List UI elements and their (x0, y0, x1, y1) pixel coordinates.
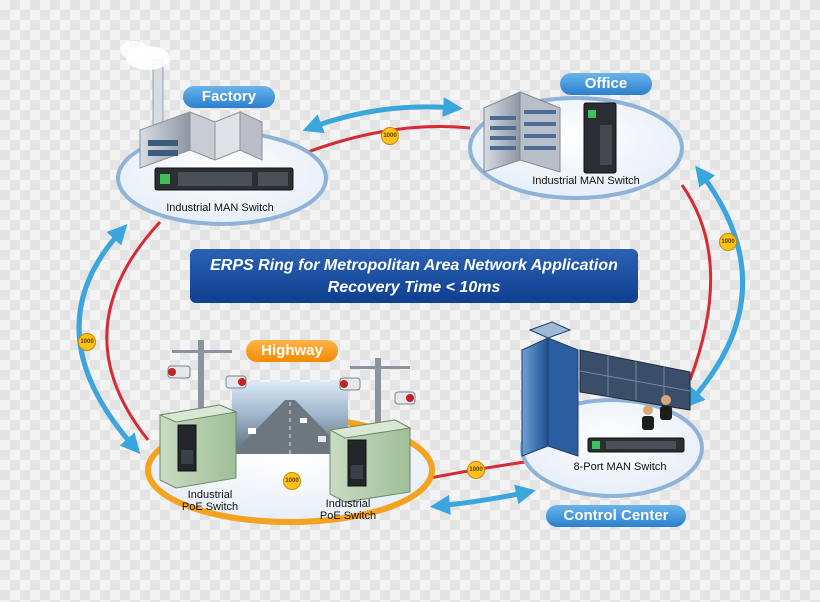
factory-building-icon (120, 41, 263, 169)
factory-label: Factory (183, 86, 275, 108)
operators-icon (642, 395, 672, 430)
link-highway-factory (105, 220, 162, 441)
link-speed-badge: 1000 (467, 461, 485, 479)
control-tower-icon (521, 321, 579, 457)
office-device-label: Industrial MAN Switch (532, 175, 640, 187)
link-office-control (680, 184, 713, 381)
link-speed-badge: 1000 (381, 127, 399, 145)
control-switch-icon (587, 437, 685, 453)
link-speed-badge: 1000 (283, 472, 301, 490)
cabinet-left-icon (158, 404, 238, 489)
link-speed-badge: 1000 (719, 233, 737, 251)
highway-scene-icon (232, 382, 348, 454)
arrow-control-highway (430, 484, 536, 515)
arrow-factory-office (302, 97, 463, 134)
control-center-label: Control Center (546, 505, 686, 527)
highway-pole-left-icon (167, 340, 247, 415)
highway-device-left-line1: Industrial (187, 489, 233, 501)
highway-device-right-label: Industrial PoE Switch (298, 498, 398, 522)
highway-device-left-line2: PoE Switch (181, 501, 239, 513)
arrow-highway-factory (76, 224, 141, 454)
factory-switch-icon (154, 167, 294, 191)
title-line-2: Recovery Time < 10ms (327, 279, 501, 296)
factory-device-label: Industrial MAN Switch (166, 202, 274, 214)
highway-device-right-line2: PoE Switch (319, 510, 377, 522)
highway-label: Highway (246, 340, 338, 362)
title-line-1: ERPS Ring for Metropolitan Area Network … (210, 257, 618, 274)
monitor-wall-icon (579, 349, 691, 411)
cabinet-right-icon (328, 419, 412, 503)
office-switch-icon (583, 102, 617, 174)
highway-device-left-label: Industrial PoE Switch (160, 489, 260, 513)
diagram-title-banner: ERPS Ring for Metropolitan Area Network … (190, 249, 638, 303)
office-label: Office (560, 73, 652, 95)
control-device-label: 8-Port MAN Switch (573, 461, 667, 473)
link-speed-badge: 1000 (78, 333, 96, 351)
office-building-icon (483, 91, 561, 173)
highway-device-right-line1: Industrial (325, 498, 371, 510)
highway-pole-right-icon (339, 358, 416, 423)
redundancy-arrows (76, 97, 746, 515)
arrow-office-control (684, 165, 746, 408)
